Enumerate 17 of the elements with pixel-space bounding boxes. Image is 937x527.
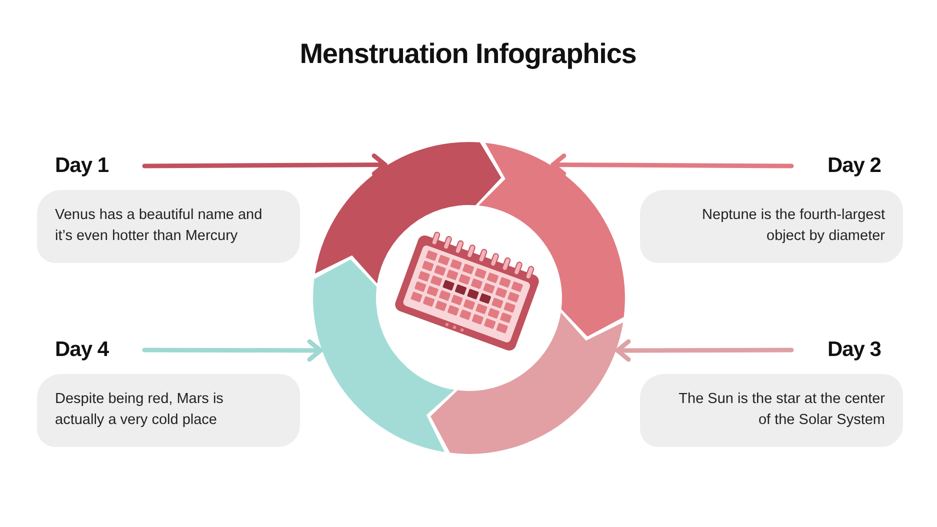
arrow <box>142 339 323 362</box>
card-text: Venus has a beautiful name and it’s even hotter than Mercury <box>55 206 264 246</box>
day-heading: Day 4 <box>55 337 109 363</box>
day-heading: Day 2 <box>827 153 881 179</box>
arrow <box>142 154 388 176</box>
title: Menstruation Infographics <box>300 37 636 71</box>
card-text: Despite being red, Mars is actually a very cold place <box>55 390 224 430</box>
card-text: Neptune is the fourth-largest object by diameter <box>701 206 885 246</box>
day-heading: Day 3 <box>827 337 881 363</box>
curved-arrow-segment <box>430 312 624 454</box>
card-text: The Sun is the star at the center of the Solar System <box>678 390 885 430</box>
curved-arrow-segment <box>478 142 625 336</box>
curved-arrow-segment <box>313 260 454 452</box>
day-heading: Day 1 <box>55 153 109 179</box>
curved-arrow-segment <box>314 142 502 284</box>
arrow <box>550 154 794 176</box>
arrow <box>615 339 794 362</box>
